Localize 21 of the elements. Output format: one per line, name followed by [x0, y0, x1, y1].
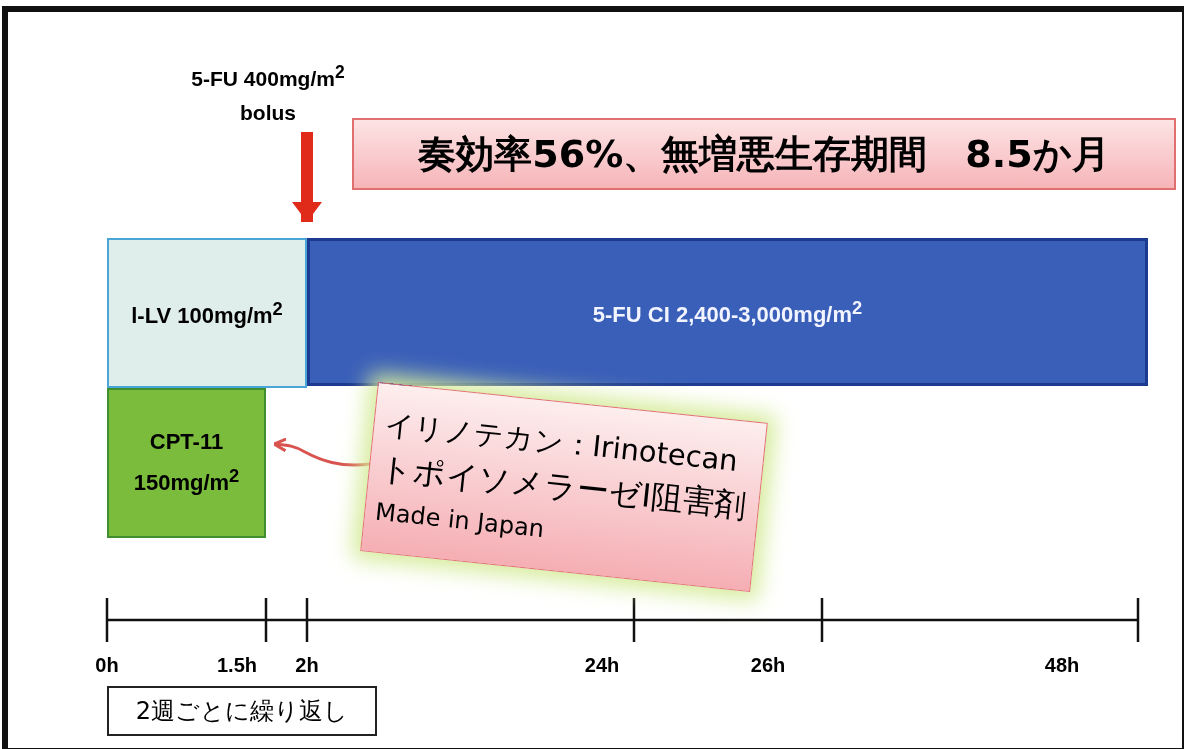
label-text: CPT-11 150mg/m$^{2}$ — [132, 428, 241, 498]
label-text: 5-FU 400mg/m$^{2}$ bolus — [190, 60, 346, 126]
callout-card — [360, 382, 768, 592]
callout-text: Made in Japan — [373, 496, 547, 546]
tick-label: 48h — [1044, 654, 1080, 677]
note-box — [107, 686, 377, 736]
tick-label: 0h — [95, 654, 119, 677]
label-text: l-LV 100mg/m$^{2}$ — [131, 297, 283, 331]
arrow — [272, 437, 371, 467]
label-text: 2週ごとに繰り返し — [135, 696, 349, 727]
tick-label: 24h — [584, 654, 620, 677]
tick-label: 26h — [750, 654, 786, 677]
drug-bar — [307, 238, 1148, 386]
drug-bar — [107, 388, 266, 538]
label-text: 5-FU CI 2,400-3,000mg/m$^{2}$ — [592, 296, 863, 330]
drug-bar — [107, 238, 307, 388]
tick-label: 1.5h — [217, 654, 257, 677]
result-banner — [352, 118, 1176, 190]
arrow — [292, 132, 322, 222]
label-text: 奏効率56%、無増悪生存期間 8.5か月 — [418, 130, 1110, 178]
tick-label: 2h — [295, 654, 319, 677]
